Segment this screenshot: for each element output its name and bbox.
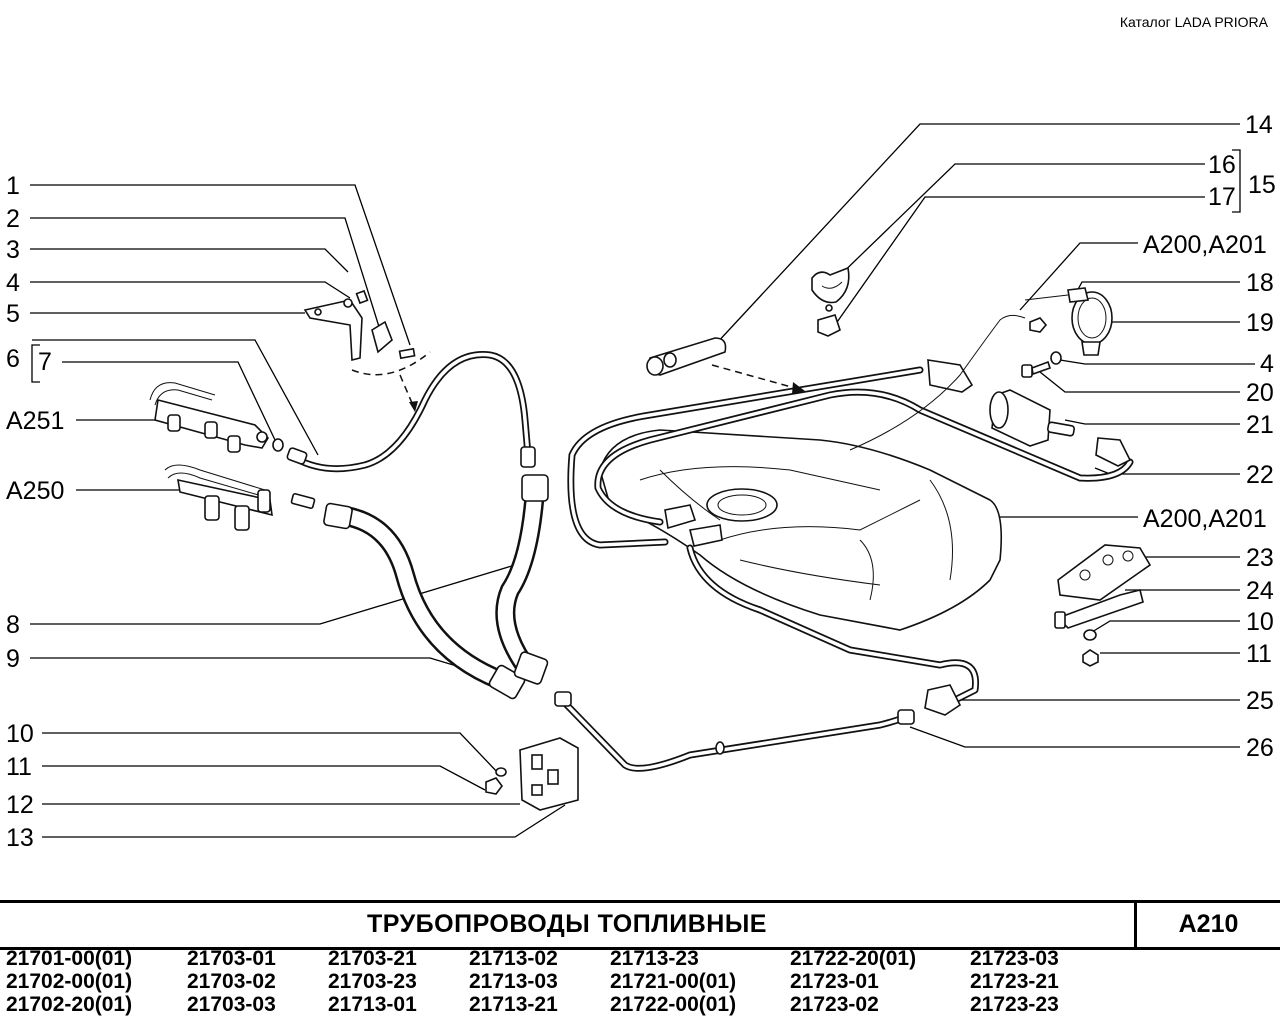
- callout-4: 4: [6, 269, 20, 297]
- callout-10-right: 10: [1246, 608, 1274, 636]
- callout-26: 26: [1246, 734, 1274, 762]
- callout-14: 14: [1245, 111, 1273, 139]
- model-code: 21723-21: [970, 970, 1059, 993]
- flex-hose-8: [495, 474, 549, 685]
- callout-17: 17: [1208, 183, 1236, 211]
- model-code: 21721-00(01): [610, 970, 737, 993]
- model-code: 21713-23: [610, 947, 699, 970]
- callout-8: 8: [6, 611, 20, 639]
- model-code: 21703-02: [187, 970, 276, 993]
- fuel-tank: [599, 429, 1003, 631]
- model-code: 21703-01: [187, 947, 276, 970]
- pipe-sleeve-14: [646, 337, 727, 376]
- callout-23: 23: [1246, 544, 1274, 572]
- clip-16: [811, 266, 850, 304]
- nuts-10-11-right: [1082, 629, 1099, 667]
- callout-10-left: 10: [6, 720, 34, 748]
- model-code: 21722-00(01): [610, 993, 737, 1016]
- ref-a200-top: A200,A201: [1143, 231, 1267, 259]
- title-divider: [1134, 903, 1137, 947]
- fuel-rail-a251: [149, 382, 284, 453]
- callout-19: 19: [1246, 309, 1274, 337]
- callout-12: 12: [6, 791, 34, 819]
- clip-17: [817, 304, 841, 337]
- callout-25: 25: [1246, 687, 1274, 715]
- model-code: 21723-23: [970, 993, 1059, 1016]
- callout-3: 3: [6, 236, 20, 264]
- ref-a250: A250: [6, 477, 64, 505]
- model-code: 21703-03: [187, 993, 276, 1016]
- filter-bracket-19: [1024, 287, 1113, 356]
- fuel-filter-21: [989, 389, 1075, 447]
- model-code: 21713-01: [328, 993, 417, 1016]
- flex-hose-9: [323, 502, 526, 700]
- callout-24: 24: [1246, 577, 1274, 605]
- model-code: 21703-21: [328, 947, 417, 970]
- page-code: A210: [1178, 910, 1239, 938]
- model-code: 21713-03: [469, 970, 558, 993]
- callout-22: 22: [1246, 461, 1274, 489]
- sleeve-install-arrow: [711, 364, 796, 389]
- fuel-rail-a250: [164, 464, 316, 531]
- callout-13: 13: [6, 824, 34, 852]
- callout-15: 15: [1248, 171, 1276, 199]
- ref-a200-bottom: A200,A201: [1143, 505, 1267, 533]
- bolt-20: [1021, 351, 1062, 378]
- bracket-24: [1054, 589, 1144, 629]
- model-code: 21702-20(01): [6, 993, 133, 1016]
- callout-11-left: 11: [6, 753, 32, 781]
- model-code: 21713-02: [469, 947, 558, 970]
- callout-11-right: 11: [1246, 640, 1272, 668]
- model-code: 21713-21: [469, 993, 558, 1016]
- pipe-clip-left: [485, 737, 579, 811]
- callout-2: 2: [6, 205, 20, 233]
- ref-a251: A251: [6, 407, 64, 435]
- callout-4-right: 4: [1260, 350, 1274, 378]
- callout-21: 21: [1246, 411, 1274, 439]
- title-row: ТРУБОПРОВОДЫ ТОПЛИВНЫЕ A210: [0, 900, 1280, 950]
- bracket-assembly: [303, 289, 431, 412]
- model-code: 21723-02: [790, 993, 879, 1016]
- model-code: 21722-20(01): [790, 947, 917, 970]
- model-code: 21701-00(01): [6, 947, 133, 970]
- callout-5: 5: [6, 300, 20, 328]
- callout-16: 16: [1208, 151, 1236, 179]
- rail-feed-pipe: [286, 351, 536, 473]
- catalog-header: Каталог LADA PRIORA: [1119, 14, 1268, 30]
- model-code: 21702-00(01): [6, 970, 133, 993]
- callout-6: 6: [6, 345, 20, 373]
- callout-20: 20: [1246, 379, 1274, 407]
- callout-18: 18: [1246, 269, 1274, 297]
- tank-pipes: [567, 314, 1134, 716]
- model-code: 21723-03: [970, 947, 1059, 970]
- fuel-lines-diagram: 1 2 3 4 5 6 7 A251 A250 8 9 10 11 12 13 …: [6, 111, 1276, 852]
- clip-23: [1057, 544, 1152, 601]
- model-code: 21723-01: [790, 970, 879, 993]
- page-title: ТРУБОПРОВОДЫ ТОПЛИВНЫЕ: [367, 910, 767, 938]
- lower-supply-pipe: [554, 691, 915, 772]
- model-code: 21703-23: [328, 970, 417, 993]
- callout-9: 9: [6, 645, 20, 673]
- callout-7: 7: [38, 348, 52, 376]
- callout-1: 1: [6, 172, 20, 200]
